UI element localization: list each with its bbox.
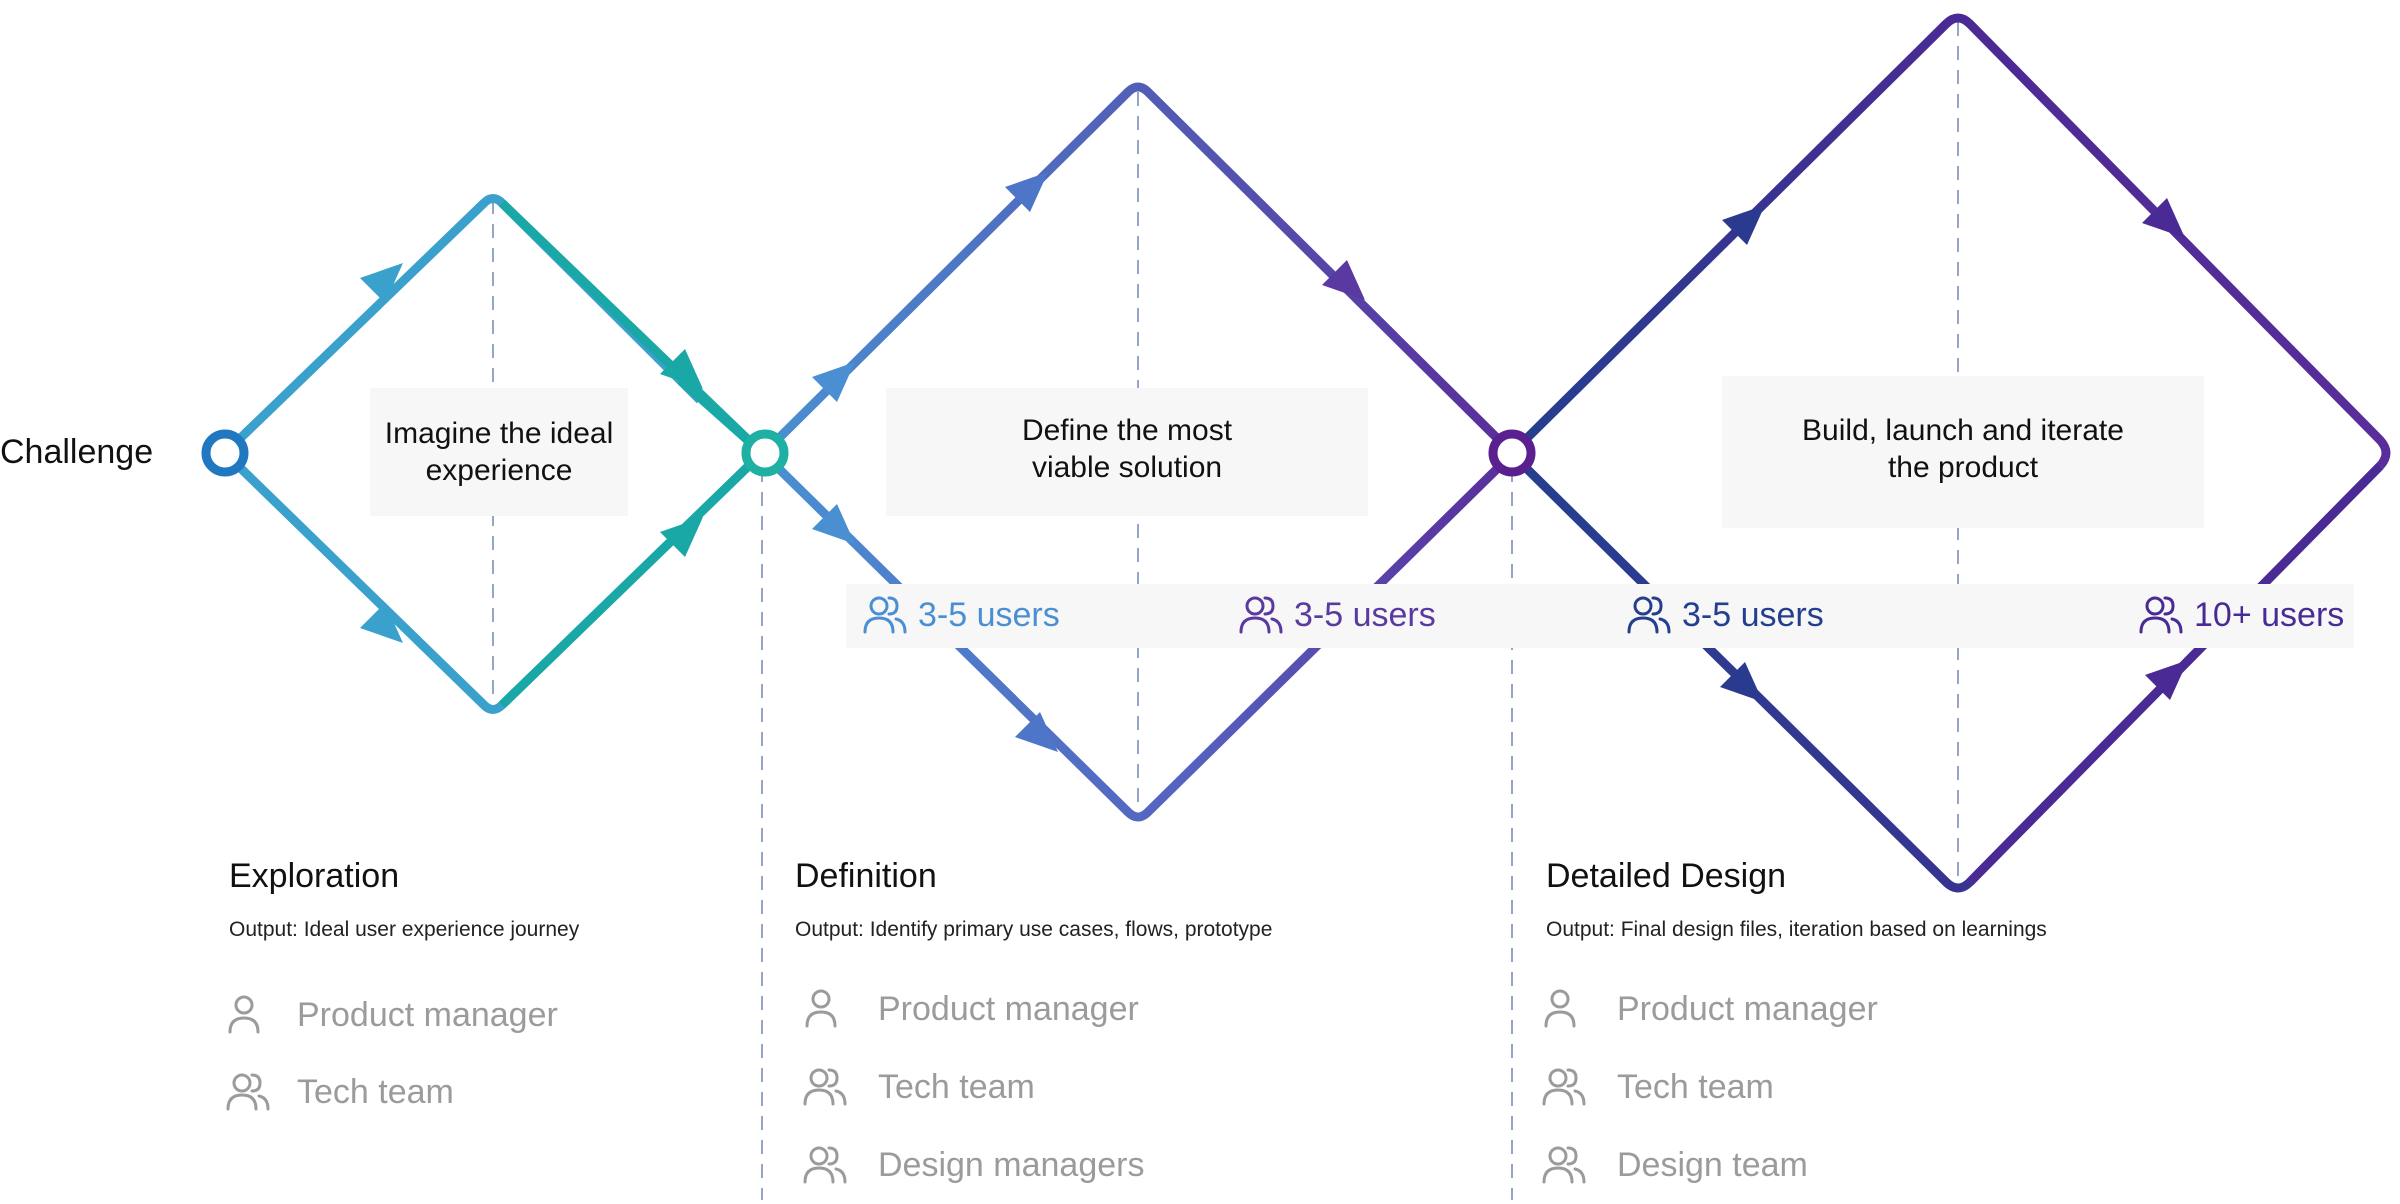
challenge-label: Challenge <box>0 433 154 471</box>
users-icon <box>1542 1068 1586 1106</box>
users-icon <box>226 1073 270 1111</box>
users-icon <box>1542 1146 1586 1184</box>
arrow-icon <box>812 362 855 544</box>
definition-diamond-lower <box>768 458 1508 822</box>
exploration-diamond-upper-right-2 <box>498 199 766 457</box>
role-label: Tech team <box>878 1067 1035 1106</box>
arrow-icon <box>2142 198 2188 700</box>
user-count-label: 10+ users <box>2194 595 2345 634</box>
users-icon <box>863 596 907 634</box>
definition-end-node <box>1488 429 1536 477</box>
role-label: Product manager <box>297 995 558 1034</box>
arrow-icon <box>660 349 703 557</box>
detailed-design-diamond-upper <box>1516 13 2391 470</box>
detailed-design-diamond-lower <box>1516 458 2384 893</box>
role-item: Product manager <box>1541 988 1878 1030</box>
role-item: Design managers <box>802 1144 1144 1186</box>
caption-box <box>370 388 628 516</box>
users-icon <box>1239 596 1283 634</box>
user-count: 10+ users <box>2138 594 2344 636</box>
role-label: Design team <box>1617 1145 1808 1184</box>
phase-title: Detailed Design <box>1546 857 1787 895</box>
role-item: Tech team <box>225 1071 454 1113</box>
users-strip <box>846 584 2354 648</box>
phase-title: Exploration <box>229 857 400 895</box>
role-label: Design managers <box>878 1145 1145 1184</box>
arrow-icon <box>1322 260 1365 300</box>
exploration-diamond-upper <box>221 194 704 457</box>
role-item: Design team <box>1541 1144 1808 1186</box>
phase-title: Definition <box>795 857 937 895</box>
role-item: Product manager <box>802 988 1139 1030</box>
start-node <box>201 429 249 477</box>
exploration-caption: Imagine the ideal experience <box>384 417 614 487</box>
user-icon <box>805 989 837 1028</box>
user-icon <box>228 995 260 1034</box>
detailed-design-caption: Build, launch and iterate the product <box>1802 414 2124 484</box>
definition-caption: Define the most viable solution <box>1021 414 1233 484</box>
user-count: 3-5 users <box>862 594 1060 636</box>
role-label: Tech team <box>297 1072 454 1111</box>
user-count-label: 3-5 users <box>1294 595 1436 634</box>
arrow-icon <box>1005 172 1058 752</box>
user-count: 3-5 users <box>1626 594 1824 636</box>
exploration-diamond-lower-right <box>498 449 766 709</box>
user-count-label: 3-5 users <box>918 595 1060 634</box>
caption-box <box>886 388 1368 516</box>
users-icon <box>2139 596 2183 634</box>
users-icon <box>803 1146 847 1184</box>
role-item: Tech team <box>802 1066 1035 1108</box>
role-label: Product manager <box>878 989 1139 1028</box>
arrow-icon <box>1720 205 1765 702</box>
arrow-icon <box>360 263 403 643</box>
definition-diamond-upper <box>768 82 1508 449</box>
user-count: 3-5 users <box>1238 594 1436 636</box>
role-label: Product manager <box>1617 989 1878 1028</box>
users-icon <box>1627 596 1671 634</box>
user-icon <box>1544 989 1576 1028</box>
role-item: Tech team <box>1541 1066 1774 1108</box>
exploration-diamond-lower <box>221 449 766 714</box>
phase-output: Output: Ideal user experience journey <box>229 918 580 941</box>
role-label: Tech team <box>1617 1067 1774 1106</box>
exploration-end-node <box>741 429 789 477</box>
caption-box <box>1722 376 2204 528</box>
users-icon <box>803 1068 847 1106</box>
user-count-label: 3-5 users <box>1682 595 1824 634</box>
phase-output: Output: Identify primary use cases, flow… <box>795 918 1273 941</box>
role-item: Product manager <box>225 994 558 1036</box>
phase-output: Output: Final design files, iteration ba… <box>1546 918 2047 941</box>
